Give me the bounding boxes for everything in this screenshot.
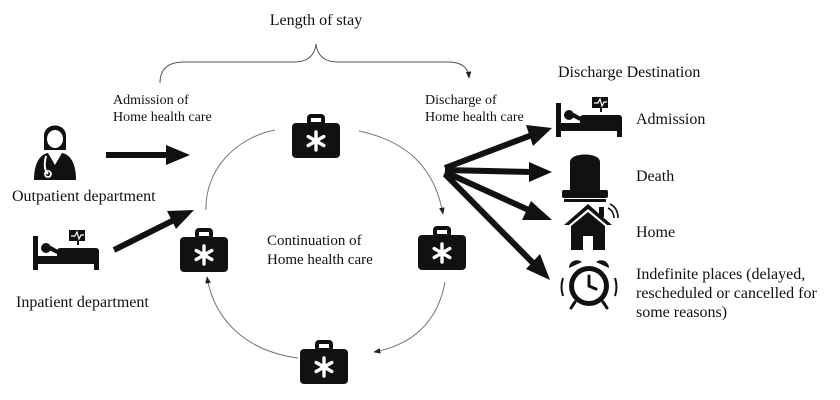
cycle-arc-left-bottom: [205, 276, 299, 359]
admission-label-line-1: Admission of: [113, 93, 189, 108]
medkit-icon-right: [416, 226, 468, 272]
admission-label-line-2: Home health care: [113, 110, 212, 125]
arrow-to-death: [444, 162, 552, 182]
inpatient-department-label: Inpatient department: [16, 294, 149, 311]
length-of-stay-label: Length of stay: [270, 12, 362, 29]
arrow-to-home: [443, 169, 552, 220]
cycle-arc-right-bottom: [373, 281, 446, 354]
outpatient-department-label: Outpatient department: [12, 188, 156, 205]
discharge-label-line-2: Home health care: [425, 110, 524, 125]
hospital-bed-icon: [555, 96, 623, 138]
destination-indefinite-label-line-3: some reasons): [636, 304, 727, 321]
arrow-to-admission: [443, 125, 552, 171]
discharge-label-line-1: Discharge of: [425, 93, 497, 108]
doctor-icon: [34, 125, 76, 180]
destination-indefinite-label-line-2: rescheduled or cancelled for: [636, 285, 817, 302]
continuation-label-line-1: Continuation of: [267, 233, 362, 249]
arrow-to-indefinite: [442, 171, 550, 280]
medkit-icon-top: [290, 114, 342, 160]
outpatient-arrow: [106, 145, 190, 165]
discharge-arrows: [442, 125, 552, 280]
cycle-arc-right-top: [358, 130, 445, 215]
tombstone-icon: [562, 154, 608, 202]
medkit-icon-bottom: [298, 340, 350, 386]
destination-admission-label: Admission: [636, 111, 705, 128]
continuation-label-line-2: Home health care: [267, 252, 373, 268]
medkit-icon-left: [178, 228, 230, 274]
destination-death-label: Death: [636, 168, 674, 185]
inpatient-arrow: [112, 210, 194, 253]
discharge-destination-title: Discharge Destination: [558, 64, 700, 81]
length-of-stay-brace: [159, 43, 472, 84]
home-icon: [564, 203, 619, 250]
alarm-clock-icon: [560, 260, 618, 310]
destination-home-label: Home: [636, 224, 675, 241]
destination-indefinite-label-line-1: Indefinite places (delayed,: [636, 266, 805, 283]
hospital-bed-icon: [32, 229, 100, 271]
continuation-cycle: [205, 129, 446, 359]
cycle-arc-left-top: [205, 129, 276, 211]
